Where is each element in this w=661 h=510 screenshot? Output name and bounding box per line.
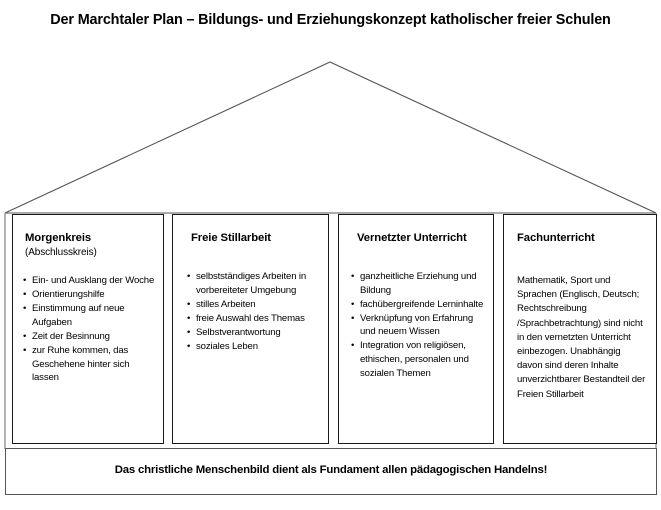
bullet-dot-icon: • — [187, 312, 191, 324]
bullet-dot-icon: • — [187, 271, 191, 282]
list-item: • Zeit der Besinnung — [23, 330, 157, 344]
bullet-dot-icon: • — [187, 326, 191, 338]
foundation-banner: Das christliche Menschenbild dient als F… — [5, 448, 657, 495]
bullet-dot-icon: • — [23, 275, 27, 286]
bullet-dot-icon: • — [351, 312, 355, 324]
list-item-text: Ein- und Ausklang der Woche — [32, 275, 155, 286]
list-item: • ganzheitliche Erziehung und Bildung — [351, 270, 487, 297]
list-item-text: soziales Leben — [196, 340, 258, 352]
pillar-vernetzter-unterricht: Vernetzter Unterricht • ganzheitliche Er… — [338, 214, 494, 444]
list-item-text: fachübergreifende Lerninhalte — [360, 298, 484, 310]
pillar-fachunterricht: Fachunterricht Mathematik, Sport und Spr… — [503, 214, 657, 444]
list-item-text: Selbstverantwortung — [196, 326, 281, 338]
pillar-bullet-list: • selbstständiges Arbeiten in vorbereite… — [187, 270, 322, 354]
list-item: • soziales Leben — [187, 340, 322, 354]
list-item-text: ganzheitliche Erziehung und Bildung — [360, 271, 477, 296]
list-item: • Orientierungshilfe — [23, 288, 157, 302]
page-title: Der Marchtaler Plan – Bildungs- und Erzi… — [50, 12, 611, 28]
pillar-bullet-list: • ganzheitliche Erziehung und Bildung • … — [351, 270, 487, 381]
foundation-banner-text: Das christliche Menschenbild dient als F… — [114, 464, 548, 476]
list-item: • Einstimmung auf neue Aufgaben — [23, 302, 157, 329]
pillar-paragraph: Mathematik, Sport und Sprachen (Englisch… — [517, 275, 646, 400]
list-item: • fachübergreifende Lerninhalte — [351, 298, 487, 312]
list-item-text: selbstständiges Arbeiten in vorbereitete… — [196, 271, 307, 296]
list-item: • Integration von religiösen, ethischen,… — [351, 339, 487, 380]
pillar-heading: Freie Stillarbeit — [191, 232, 271, 244]
bullet-dot-icon: • — [23, 330, 27, 342]
list-item-text: Zeit der Besinnung — [32, 330, 110, 342]
bullet-dot-icon: • — [23, 303, 27, 315]
bullet-dot-icon: • — [351, 271, 355, 282]
bullet-dot-icon: • — [187, 340, 191, 352]
bullet-dot-icon: • — [23, 344, 27, 356]
bullet-dot-icon: • — [351, 298, 355, 310]
bullet-dot-icon: • — [351, 340, 355, 352]
pillar-freie-stillarbeit: Freie Stillarbeit • selbstständiges Arbe… — [172, 214, 329, 444]
list-item-text: Integration von religiösen, ethischen, p… — [360, 340, 469, 379]
bullet-dot-icon: • — [187, 298, 191, 310]
pillar-subheading: (Abschlusskreis) — [25, 247, 97, 258]
list-item: • stilles Arbeiten — [187, 298, 322, 312]
bullet-dot-icon: • — [23, 289, 27, 301]
list-item-text: Einstimmung auf neue Aufgaben — [32, 303, 125, 328]
pillar-bullet-list: • Ein- und Ausklang der Woche • Orientie… — [23, 274, 157, 385]
roof-line — [4, 61, 657, 214]
pillar-heading: Vernetzter Unterricht — [357, 232, 467, 244]
list-item-text: Orientierungshilfe — [32, 289, 105, 301]
list-item: • zur Ruhe kommen, das Geschehene hinter… — [23, 344, 157, 385]
list-item-text: zur Ruhe kommen, das Geschehene hinter s… — [32, 344, 130, 384]
list-item: • Verknüpfung von Erfahrung und neuem Wi… — [351, 312, 487, 339]
pillar-heading: Morgenkreis — [25, 232, 92, 244]
list-item-text: freie Auswahl des Themas — [196, 312, 305, 324]
list-item-text: stilles Arbeiten — [196, 298, 256, 310]
list-item: • Ein- und Ausklang der Woche — [23, 274, 157, 288]
list-item: • selbstständiges Arbeiten in vorbereite… — [187, 270, 322, 297]
list-item: • freie Auswahl des Themas — [187, 312, 322, 326]
pillar-heading: Fachunterricht — [517, 232, 595, 244]
pillar-morgenkreis: Morgenkreis (Abschlusskreis) • Ein- und … — [12, 214, 164, 444]
list-item-text: Verknüpfung von Erfahrung und neuem Wiss… — [360, 312, 474, 338]
list-item: • Selbstverantwortung — [187, 326, 322, 340]
